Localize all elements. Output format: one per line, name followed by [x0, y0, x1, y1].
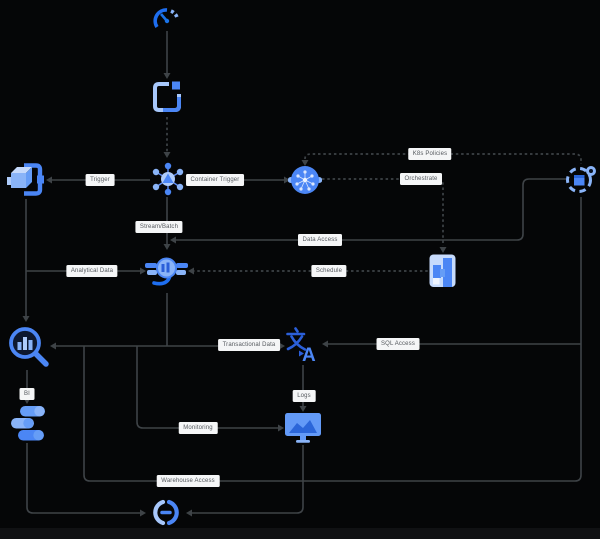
edge-label-schedule: Schedule — [311, 265, 347, 277]
edge-label-data-access: Data Access — [298, 234, 342, 246]
gauge-icon — [153, 7, 181, 31]
edge-label-warehouse-access: Warehouse Access — [156, 475, 220, 487]
kubernetes-icon — [287, 163, 323, 197]
app-deploy-icon — [151, 79, 184, 115]
translate-icon: A — [285, 327, 321, 366]
edge-label-trigger: Trigger — [85, 174, 115, 186]
edge-label-container-trigger: Container Trigger — [186, 174, 244, 186]
policy-config-icon — [565, 161, 597, 197]
edge-label-k8s-policies: K8s Policies — [408, 148, 452, 160]
edge-label-analytical-data: Analytical Data — [66, 265, 118, 277]
bigquery-icon — [5, 323, 50, 369]
canvas-edge — [0, 528, 600, 539]
edge-label-orchestrate: Orchestrate — [400, 173, 442, 185]
edge-label-transactional-data: Transactional Data — [218, 339, 280, 351]
monitoring-screen-icon — [285, 413, 321, 445]
container-registry-icon — [7, 161, 46, 198]
scheduler-icon — [429, 254, 457, 288]
edge-label-bi: BI — [19, 388, 35, 400]
svg-text:A: A — [302, 345, 316, 363]
edge-label-logs: Logs — [292, 390, 316, 402]
code-sync-icon — [149, 499, 183, 526]
edge-label-monitoring: Monitoring — [178, 422, 218, 434]
edge-label-sql-access: SQL Access — [376, 338, 420, 350]
dataflow-icon — [145, 249, 188, 293]
analytics-icon — [11, 405, 46, 443]
cluster-icon — [149, 161, 187, 197]
edge-label-stream-batch: Stream/Batch — [135, 221, 183, 233]
